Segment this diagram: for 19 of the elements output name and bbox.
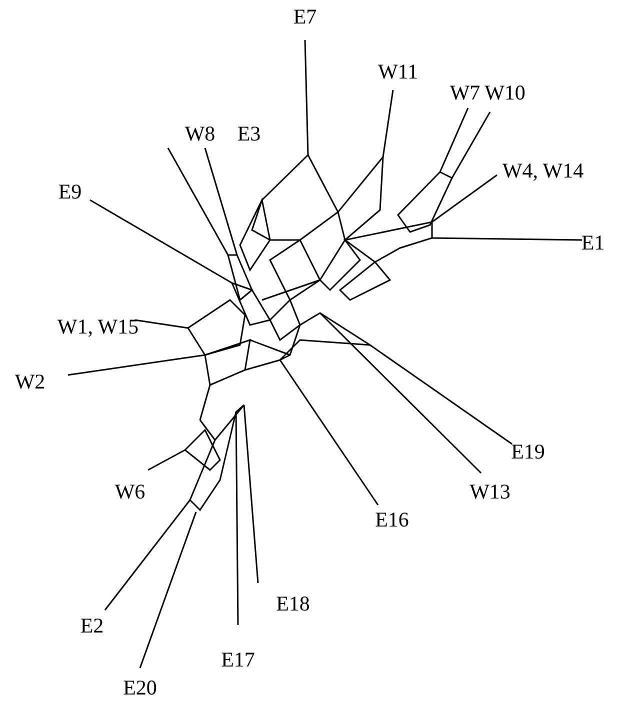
taxon-label: W11 (378, 62, 418, 82)
taxon-label: E17 (221, 650, 255, 670)
taxon-label: W1, W15 (57, 316, 139, 338)
taxon-label: E2 (80, 616, 104, 636)
taxon-label: E20 (123, 678, 157, 698)
taxon-label: W7 (450, 82, 480, 104)
taxon-label: W10 (484, 82, 526, 104)
taxon-label: W8 (184, 124, 216, 144)
taxon-label: E3 (237, 124, 261, 144)
taxon-label: E7 (293, 6, 317, 28)
taxon-label: W6 (114, 482, 146, 502)
taxon-label: E18 (276, 594, 310, 614)
taxon-label: W13 (470, 482, 510, 502)
taxon-label: E19 (511, 442, 545, 462)
taxon-label: W2 (14, 372, 46, 392)
taxon-label: E9 (58, 182, 82, 202)
taxon-label: W4, W14 (502, 160, 584, 182)
taxon-label: E1 (581, 232, 605, 254)
taxon-label: E16 (375, 510, 409, 530)
